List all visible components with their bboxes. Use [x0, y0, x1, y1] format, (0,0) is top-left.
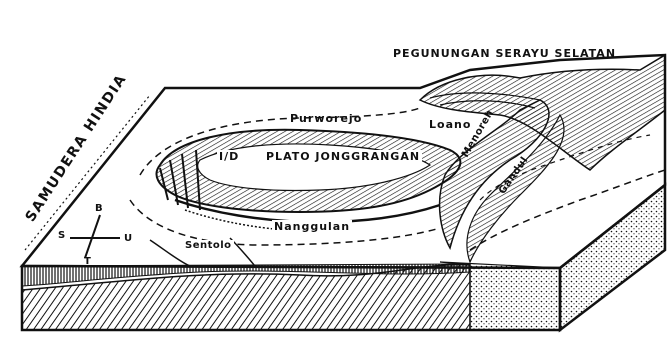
- compass-south-label: T: [84, 256, 91, 267]
- label-sentolo: Sentolo: [183, 240, 234, 251]
- label-plateau: PLATO JONGGRANGAN: [264, 150, 422, 163]
- label-plateau-code: I/D: [217, 150, 241, 163]
- label-nanggulan: Nanggulan: [272, 220, 352, 233]
- label-mountains: PEGUNUNGAN SERAYU SELATAN: [393, 47, 616, 60]
- compass-west-label: S: [58, 230, 66, 241]
- label-purworejo: Purworejo: [290, 112, 362, 125]
- compass-east-label: U: [124, 233, 133, 244]
- label-loano: Loano: [429, 118, 471, 131]
- compass-north-label: B: [95, 203, 103, 214]
